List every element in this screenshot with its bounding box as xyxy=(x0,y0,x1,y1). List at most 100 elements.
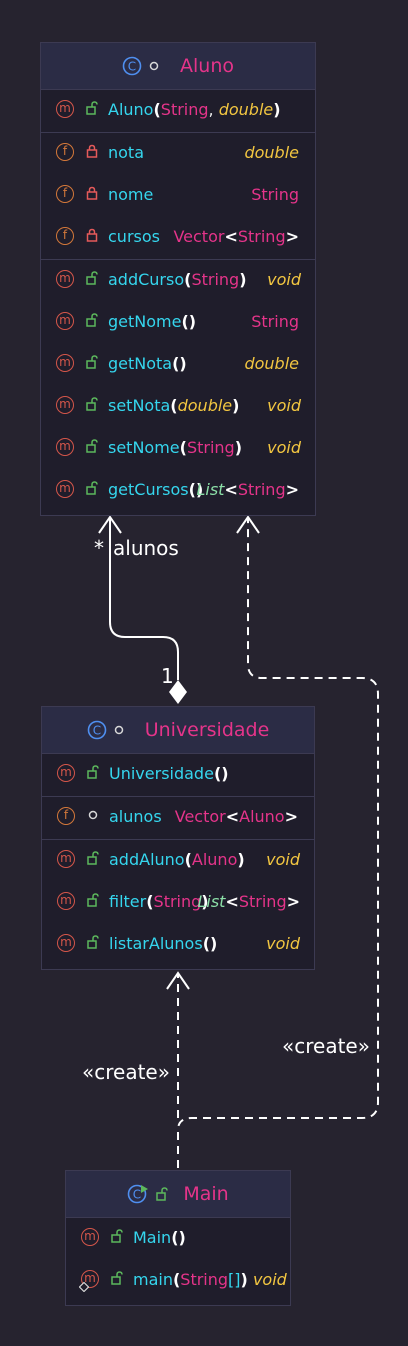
package-private-icon xyxy=(149,61,159,71)
class-main[interactable]: C Main m Main() m main(String[]) void xyxy=(65,1170,291,1306)
aggregation-diamond xyxy=(169,680,187,704)
method-icon: m xyxy=(57,892,75,910)
member-signature: Universidade() xyxy=(109,764,229,783)
private-lock-icon xyxy=(86,144,98,158)
public-icon xyxy=(87,935,99,949)
field-icon: f xyxy=(56,227,74,245)
method-icon: m xyxy=(57,764,75,782)
create-label-aluno: «create» xyxy=(282,1034,370,1058)
class-aluno[interactable]: C Aluno m Aluno(String, double) f nota d… xyxy=(40,42,316,516)
aggregation-arrowhead xyxy=(98,515,122,534)
method-signature: filter(String) xyxy=(109,892,209,911)
constructor-row[interactable]: m Universidade() xyxy=(42,754,314,796)
class-header: C Aluno xyxy=(41,43,315,90)
method-signature: getNota() xyxy=(108,354,187,373)
aggregation-line xyxy=(109,518,179,680)
method-signature: setNome(String) xyxy=(108,438,243,457)
field-row[interactable]: f cursos Vector<String> xyxy=(41,217,315,259)
method-row[interactable]: m addCurso(String) void xyxy=(41,260,315,302)
field-icon: f xyxy=(57,807,75,825)
method-row[interactable]: m listarAlunos() void xyxy=(42,924,314,966)
runnable-class-icon: C xyxy=(128,1184,149,1204)
svg-text:C: C xyxy=(92,724,100,738)
return-type: String xyxy=(251,312,299,331)
return-type: void xyxy=(267,438,301,457)
method-icon: m xyxy=(81,1228,99,1246)
method-icon: m xyxy=(56,438,74,456)
field-type: Vector<String> xyxy=(173,227,299,246)
public-icon xyxy=(86,481,98,495)
public-icon xyxy=(111,1271,123,1285)
public-icon xyxy=(111,1229,123,1243)
return-type: void xyxy=(266,850,300,869)
field-row[interactable]: f alunos Vector<Aluno> xyxy=(42,797,314,839)
constructor-row[interactable]: m Main() xyxy=(66,1218,290,1260)
svg-text:C: C xyxy=(133,1188,141,1202)
constructor-row[interactable]: m Aluno(String, double) xyxy=(41,90,315,132)
field-name: alunos xyxy=(109,807,162,826)
method-row[interactable]: m getNome() String xyxy=(41,302,315,344)
static-marker-icon xyxy=(79,1282,89,1292)
method-icon: m xyxy=(56,354,74,372)
create-label-universidade: «create» xyxy=(82,1060,170,1084)
public-icon xyxy=(86,397,98,411)
field-row[interactable]: f nota double xyxy=(41,133,315,175)
field-row[interactable]: f nome String xyxy=(41,175,315,217)
method-icon: m xyxy=(56,396,74,414)
class-universidade[interactable]: C Universidade m Universidade() f alunos… xyxy=(41,706,315,970)
static-method-icon: m xyxy=(81,1270,99,1288)
public-icon xyxy=(86,271,98,285)
public-icon xyxy=(86,355,98,369)
svg-text:C: C xyxy=(128,60,136,74)
class-name: Main xyxy=(183,1183,229,1205)
member-signature: Main() xyxy=(133,1228,186,1247)
field-type: double xyxy=(244,143,299,162)
class-icon: C xyxy=(122,56,142,76)
field-name: nota xyxy=(108,143,145,162)
member-signature: Aluno(String, double) xyxy=(108,100,281,119)
class-header: C Universidade xyxy=(42,707,314,754)
class-name: Universidade xyxy=(144,719,270,741)
public-icon xyxy=(87,765,99,779)
field-icon: f xyxy=(56,143,74,161)
public-icon xyxy=(87,893,99,907)
field-name: nome xyxy=(108,185,154,204)
return-type: void xyxy=(266,934,300,953)
return-type: void xyxy=(267,270,301,289)
public-icon xyxy=(86,439,98,453)
method-row[interactable]: m setNota(double) void xyxy=(41,386,315,428)
public-icon xyxy=(87,851,99,865)
method-icon: m xyxy=(56,270,74,288)
private-lock-icon xyxy=(86,186,98,200)
method-icon: m xyxy=(57,934,75,952)
method-row[interactable]: m filter(String) List<String> xyxy=(42,882,314,924)
package-private-icon xyxy=(114,725,123,735)
aggregation-multiplicity-source: 1 xyxy=(161,664,174,688)
public-icon xyxy=(86,313,98,327)
public-icon xyxy=(86,101,98,115)
create-arrowhead-universidade xyxy=(166,971,190,990)
method-signature: setNota(double) xyxy=(108,396,240,415)
method-row[interactable]: m getCursos() List<String> xyxy=(41,470,315,512)
aggregation-role-label: alunos xyxy=(113,536,179,560)
return-type: double xyxy=(244,354,299,373)
class-header: C Main xyxy=(66,1171,290,1218)
method-signature: main(String[]) void xyxy=(133,1270,287,1289)
class-icon: C xyxy=(87,720,106,740)
field-icon: f xyxy=(56,185,74,203)
private-lock-icon xyxy=(86,228,98,242)
return-type: void xyxy=(267,396,301,415)
method-icon: m xyxy=(56,480,74,498)
method-signature: addCurso(String) xyxy=(108,270,247,289)
package-private-icon xyxy=(88,810,98,820)
method-signature: getNome() xyxy=(108,312,197,331)
field-type: Vector<Aluno> xyxy=(174,807,298,826)
method-row[interactable]: m addAluno(Aluno) void xyxy=(42,840,314,882)
method-icon: m xyxy=(56,312,74,330)
return-type: List<String> xyxy=(196,480,299,499)
method-row[interactable]: m setNome(String) void xyxy=(41,428,315,470)
method-row[interactable]: m main(String[]) void xyxy=(66,1260,290,1302)
method-row[interactable]: m getNota() double xyxy=(41,344,315,386)
method-signature: listarAlunos() xyxy=(109,934,218,953)
aggregation-multiplicity-target: * xyxy=(94,536,104,560)
